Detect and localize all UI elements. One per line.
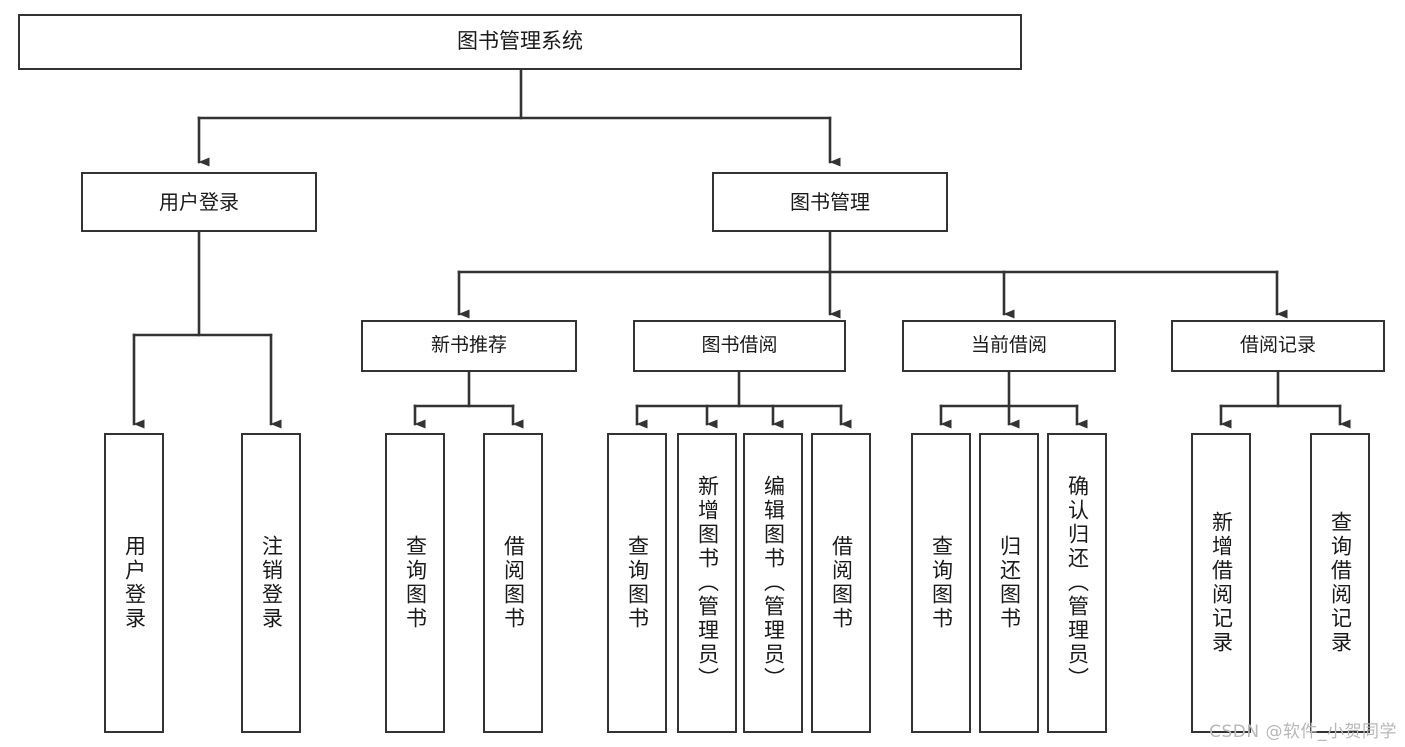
node-root[interactable]: 图书管理系统	[18, 14, 1022, 70]
node-leaf-logout-label: 注销登录	[259, 535, 284, 631]
node-user-login[interactable]: 用户登录	[81, 172, 317, 232]
node-leaf-edit-book[interactable]: 编辑图书（管理员）	[743, 433, 803, 733]
node-book-borrow-label: 图书借阅	[701, 334, 778, 357]
node-borrow-record-label: 借阅记录	[1239, 334, 1316, 357]
node-current-borrow[interactable]: 当前借阅	[902, 320, 1116, 372]
node-leaf-confirm-return[interactable]: 确认归还（管理员）	[1047, 433, 1107, 733]
node-book-borrow[interactable]: 图书借阅	[633, 320, 846, 372]
node-leaf-user-login[interactable]: 用户登录	[104, 433, 164, 733]
node-leaf-add-book-label: 新增图书（管理员）	[695, 475, 720, 691]
node-root-label: 图书管理系统	[457, 29, 583, 54]
node-leaf-confirm-return-label: 确认归还（管理员）	[1065, 475, 1090, 691]
node-leaf-query-book-2[interactable]: 查询图书	[607, 433, 667, 733]
node-leaf-logout[interactable]: 注销登录	[241, 433, 301, 733]
node-leaf-query-book-1-label: 查询图书	[403, 535, 428, 631]
node-leaf-query-book-3-label: 查询图书	[929, 535, 954, 631]
node-new-book-rec-label: 新书推荐	[430, 334, 507, 357]
node-leaf-borrow-book-1-label: 借阅图书	[501, 535, 526, 631]
node-book-manage[interactable]: 图书管理	[712, 172, 948, 232]
node-leaf-borrow-book-2[interactable]: 借阅图书	[811, 433, 871, 733]
node-leaf-add-record[interactable]: 新增借阅记录	[1191, 433, 1251, 733]
node-leaf-query-record[interactable]: 查询借阅记录	[1310, 433, 1370, 733]
node-leaf-borrow-book-2-label: 借阅图书	[829, 535, 854, 631]
node-leaf-query-book-3[interactable]: 查询图书	[911, 433, 971, 733]
node-leaf-query-book-2-label: 查询图书	[625, 535, 650, 631]
node-leaf-borrow-book-1[interactable]: 借阅图书	[483, 433, 543, 733]
node-leaf-add-record-label: 新增借阅记录	[1209, 511, 1234, 655]
node-borrow-record[interactable]: 借阅记录	[1171, 320, 1385, 372]
node-new-book-rec[interactable]: 新书推荐	[361, 320, 577, 372]
node-leaf-add-book[interactable]: 新增图书（管理员）	[677, 433, 737, 733]
node-book-manage-label: 图书管理	[790, 189, 870, 214]
node-leaf-edit-book-label: 编辑图书（管理员）	[761, 475, 786, 691]
node-leaf-query-record-label: 查询借阅记录	[1328, 511, 1353, 655]
node-leaf-return-book[interactable]: 归还图书	[979, 433, 1039, 733]
node-leaf-user-login-label: 用户登录	[122, 535, 147, 631]
node-leaf-return-book-label: 归还图书	[997, 535, 1022, 631]
node-leaf-query-book-1[interactable]: 查询图书	[385, 433, 445, 733]
node-current-borrow-label: 当前借阅	[970, 334, 1047, 357]
node-user-login-label: 用户登录	[159, 189, 239, 214]
